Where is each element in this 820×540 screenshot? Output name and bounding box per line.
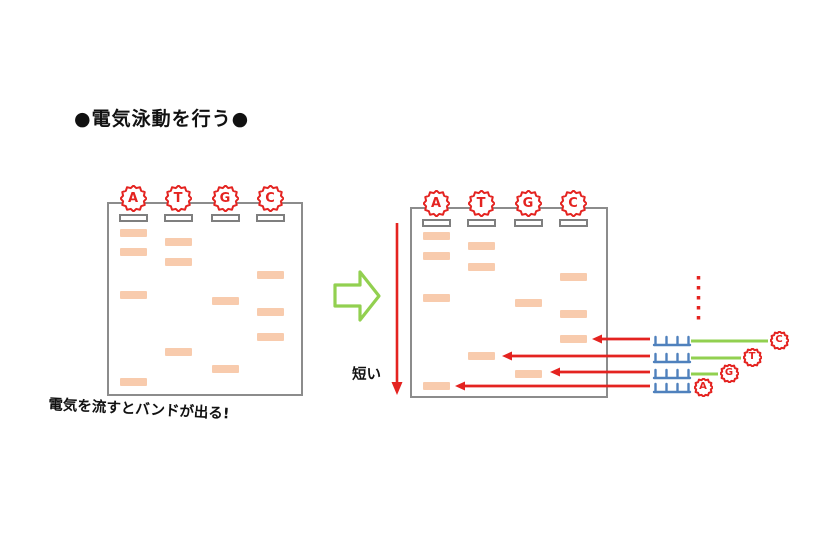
base-badge-C-label: C — [775, 334, 783, 345]
primer-comb-icon-T — [652, 352, 692, 364]
band-before-A-3 — [119, 291, 147, 299]
lane-badge-after-C-label: C — [568, 195, 578, 211]
band-before-C-2 — [256, 308, 284, 316]
lane-badge-after-G-label: G — [522, 195, 534, 211]
band-after-C-3 — [559, 335, 587, 343]
lane-badge-after-T: T — [468, 190, 495, 217]
primer-comb-icon-C — [652, 335, 692, 347]
lane-badge-before-G-shape — [212, 185, 238, 211]
base-badge-A-shape — [694, 378, 712, 396]
lane-badge-before-A: A — [120, 185, 147, 212]
lane-badge-before-G-label: G — [219, 190, 231, 206]
lane-badge-after-A-label: A — [430, 195, 442, 211]
lane-badge-before-T-label: T — [173, 190, 183, 206]
base-badge-A-label: A — [699, 381, 707, 392]
page-title: ●電気泳動を行う● — [74, 108, 250, 130]
band-after-C-1 — [559, 273, 587, 281]
band-after-A-2 — [422, 252, 450, 260]
band-before-T-1 — [164, 238, 192, 246]
band-before-A-1 — [119, 229, 147, 237]
band-after-A-3 — [422, 294, 450, 302]
well-before-G — [210, 214, 240, 222]
base-badge-T-shape — [743, 348, 761, 366]
base-badge-A: A — [694, 378, 713, 397]
well-after-T — [466, 219, 496, 227]
band-before-G-1 — [211, 297, 239, 305]
base-badge-C-shape — [770, 331, 788, 349]
band-after-T-1 — [467, 242, 495, 250]
lane-badge-after-A: A — [423, 190, 450, 217]
well-after-G — [513, 219, 543, 227]
base-badge-G-shape — [720, 364, 738, 382]
band-before-T-3 — [164, 348, 192, 356]
lane-badge-before-T: T — [165, 185, 192, 212]
band-before-A-4 — [119, 378, 147, 386]
base-badge-T: T — [743, 348, 762, 367]
migration-arrow-head — [391, 382, 403, 395]
lane-badge-after-C-shape — [560, 190, 586, 216]
lane-badge-after-C: C — [560, 190, 587, 217]
lane-badge-before-C-shape — [257, 185, 283, 211]
lane-badge-before-A-label: A — [127, 190, 139, 206]
primer-comb-icon-A — [652, 382, 692, 394]
base-badge-T-label: T — [748, 351, 756, 362]
lane-badge-before-T-shape — [165, 185, 191, 211]
band-after-T-2 — [467, 263, 495, 271]
primer-comb-icon-G — [652, 368, 692, 380]
lane-badge-after-A-shape — [423, 190, 449, 216]
band-pointer-arrow-head-A — [455, 381, 465, 391]
base-badge-C: C — [770, 331, 789, 350]
band-before-C-3 — [256, 333, 284, 341]
band-before-G-2 — [211, 365, 239, 373]
band-after-C-2 — [559, 310, 587, 318]
band-before-C-1 — [256, 271, 284, 279]
band-after-A-1 — [422, 232, 450, 240]
well-after-C — [558, 219, 588, 227]
lane-badge-after-T-label: T — [476, 195, 486, 211]
band-after-T-3 — [467, 352, 495, 360]
band-pointer-arrow-head-T — [502, 351, 512, 361]
band-after-G-2 — [514, 370, 542, 378]
band-before-A-2 — [119, 248, 147, 256]
well-after-A — [421, 219, 451, 227]
well-before-A — [118, 214, 148, 222]
band-after-G-1 — [514, 299, 542, 307]
well-before-C — [255, 214, 285, 222]
lane-badge-after-T-shape — [468, 190, 494, 216]
band-after-A-4 — [422, 382, 450, 390]
lane-badge-after-G-shape — [515, 190, 541, 216]
short-label: 短い — [352, 367, 381, 383]
well-before-T — [163, 214, 193, 222]
lane-badge-after-G: G — [515, 190, 542, 217]
band-pointer-arrow-head-G — [550, 367, 560, 377]
base-badge-G: G — [720, 364, 739, 383]
lane-badge-before-C-label: C — [265, 190, 275, 206]
lane-badge-before-C: C — [257, 185, 284, 212]
band-pointer-arrow-head-C — [592, 334, 602, 344]
lane-badge-before-A-shape — [120, 185, 146, 211]
band-before-T-2 — [164, 258, 192, 266]
lane-badge-before-G: G — [212, 185, 239, 212]
transform-arrow-icon — [333, 270, 381, 322]
base-badge-G-label: G — [724, 367, 734, 378]
